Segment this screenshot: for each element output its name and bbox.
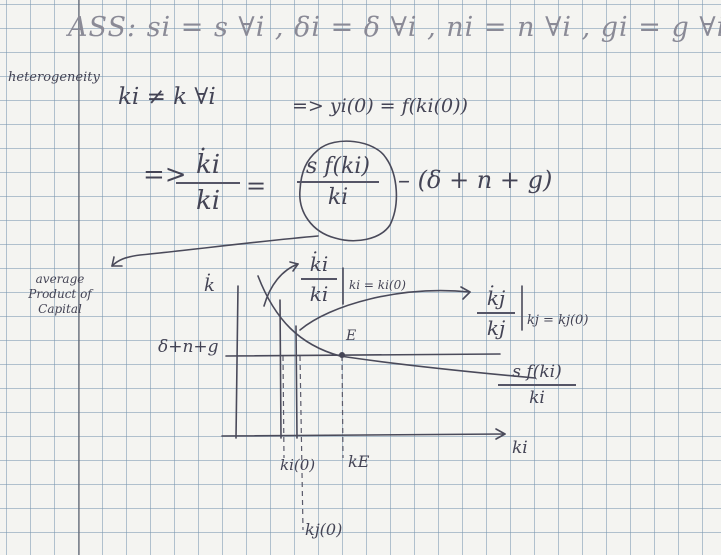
avg-product-fraction: s f(ki) ki [297, 154, 379, 210]
growth-rate-fraction: k̇i ki [176, 150, 240, 216]
curve-j-fraction: k̇j kj [477, 286, 515, 340]
equilibrium-label: E [346, 328, 357, 344]
pointer-line-avg-product [111, 235, 319, 267]
heterogeneity-condition: ki ≠ k ∀i [118, 84, 216, 110]
y-axis [235, 285, 239, 439]
fraction-bar [297, 181, 379, 183]
x-axis [221, 433, 506, 437]
curve-label-numerator: s f(ki) [512, 362, 562, 382]
implies-initial-output: => yi(0) = f(ki(0)) [292, 95, 468, 117]
fraction-bar [301, 278, 337, 280]
avg-product-numerator: s f(ki) [306, 154, 370, 179]
equals-sign: = [246, 172, 267, 200]
growth-rate-numerator: k̇i [195, 150, 221, 180]
avg-product-label: average Product of Capital [28, 272, 92, 316]
curve-j-numerator: k̇j [486, 286, 506, 310]
curve-label-denominator: ki [529, 388, 545, 408]
curve-i-arrow [263, 263, 299, 307]
growth-rate-denominator: ki [195, 186, 221, 216]
level-line [225, 353, 501, 357]
tick-label-ki0: ki(0) [280, 456, 316, 474]
curve-j-evaluation: kj = kj(0) [527, 313, 589, 328]
curve-j-arrow [299, 289, 471, 331]
fraction-bar [176, 182, 240, 184]
implies-arrow: => [143, 160, 187, 190]
page-margin-line [78, 0, 80, 555]
y-axis-label: k̇ [204, 275, 215, 296]
avg-product-denominator: ki [327, 185, 349, 210]
level-line-label: δ+n+g [158, 337, 219, 357]
tick-label-kE: kE [348, 452, 370, 471]
curve-i-denominator: ki [309, 282, 329, 306]
curve-j-denominator: kj [486, 316, 506, 340]
curve-label-fraction: s f(ki) ki [498, 362, 576, 408]
dashed-guide-ki0 [282, 355, 285, 459]
curve-i-numerator: k̇i [309, 252, 329, 276]
pointer-arrowhead [111, 256, 123, 267]
x-axis-arrowhead [495, 428, 506, 440]
dashed-guide-kj0 [299, 355, 304, 531]
x-axis-label: ki [512, 438, 528, 458]
curve-j-arrowhead [460, 286, 471, 300]
curve-i-arrowhead [289, 261, 299, 272]
curve-i-evaluation: ki = ki(0) [349, 278, 406, 292]
vertical-stroke-ki0 [279, 299, 282, 439]
fraction-bar [498, 384, 576, 386]
depreciation-term: – (δ + n + g) [398, 166, 553, 194]
equilibrium-point [339, 352, 345, 358]
vertical-stroke-kj0 [295, 325, 298, 439]
assumptions-line: ASS: si = s ∀i , δi = δ ∀i , ni = n ∀i ,… [68, 12, 721, 43]
average-product-curve [257, 275, 536, 379]
fraction-bar [477, 312, 515, 314]
curve-i-fraction: k̇i ki [301, 252, 337, 306]
blob-outline [299, 140, 398, 242]
tick-label-kj0: kj(0) [305, 520, 343, 539]
heterogeneity-label: heterogeneity [8, 70, 100, 85]
dashed-guide-kE [341, 355, 344, 459]
